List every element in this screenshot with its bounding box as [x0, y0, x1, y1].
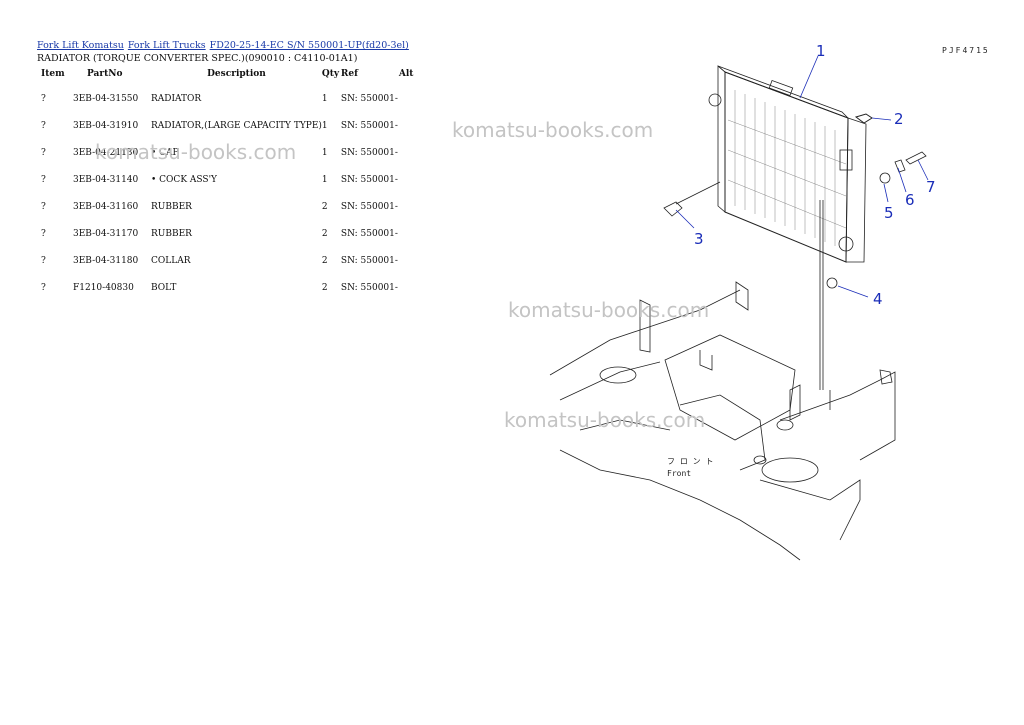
header-alt: Alt [398, 68, 414, 79]
cell-item: ? [41, 121, 46, 131]
cell-qty: 2 [321, 256, 328, 266]
cell-qty: 1 [321, 148, 328, 158]
cell-ref: SN: 550001- [340, 229, 398, 239]
cell-ref: SN: 550001- [340, 94, 398, 104]
callout-6: 6 [905, 191, 915, 209]
callout-2: 2 [894, 110, 904, 128]
front-label-english: Front [667, 469, 691, 478]
cell-item: ? [41, 202, 46, 212]
small-parts [663, 113, 927, 289]
cell-partno: 3EB-04-31140 [73, 175, 139, 185]
cell-ref: SN: 550001- [340, 148, 398, 158]
cell-partno: F1210-40830 [73, 283, 134, 293]
callout-4: 4 [873, 290, 883, 308]
parts-table: Item PartNo Description Qty Ref Alt ? 3E… [35, 66, 429, 303]
callout-5: 5 [884, 204, 894, 222]
page-subtitle: RADIATOR (TORQUE CONVERTER SPEC.)(090010… [37, 53, 358, 64]
table-row: ? 3EB-04-31160 RUBBER 2 SN: 550001- [35, 201, 429, 228]
cell-description: RUBBER [151, 229, 192, 239]
breadcrumb-link-fork-lift-trucks[interactable]: Fork Lift Trucks [127, 40, 206, 51]
cell-item: ? [41, 175, 46, 185]
header-description: Description [207, 68, 266, 79]
cell-partno: 3EB-04-31160 [73, 202, 139, 212]
cell-description: RADIATOR,(LARGE CAPACITY TYPE) [151, 121, 322, 131]
header-qty: Qty [321, 68, 340, 79]
table-row: ? 3EB-04-31550 RADIATOR 1 SN: 550001- [35, 93, 429, 120]
cell-description: COLLAR [151, 256, 191, 266]
radiator-illustration [708, 65, 867, 263]
cell-qty: 1 [321, 175, 328, 185]
cell-item: ? [41, 94, 46, 104]
cell-partno: 3EB-04-31910 [73, 121, 139, 131]
cell-partno: 3EB-04-31170 [73, 229, 139, 239]
cell-description: • COCK ASS'Y [151, 175, 217, 185]
cell-partno: 3EB-04-31550 [73, 94, 139, 104]
callout-3: 3 [694, 230, 704, 248]
cell-ref: SN: 550001- [340, 121, 398, 131]
table-header-row: Item PartNo Description Qty Ref Alt [35, 66, 429, 81]
cell-qty: 2 [321, 229, 328, 239]
header-ref: Ref [340, 68, 358, 79]
table-row: ? 3EB-04-31180 COLLAR 2 SN: 550001- [35, 255, 429, 282]
callout-7: 7 [926, 178, 936, 196]
cell-item: ? [41, 256, 46, 266]
cell-item: ? [41, 229, 46, 239]
cell-partno: 3EB-04-31180 [73, 256, 139, 266]
cell-description: BOLT [151, 283, 177, 293]
cell-description: RADIATOR [151, 94, 202, 104]
cell-description: RUBBER [151, 202, 192, 212]
cell-ref: SN: 550001- [340, 202, 398, 212]
cell-partno: 3EB-04-21130 [73, 148, 139, 158]
cell-qty: 1 [321, 94, 328, 104]
breadcrumb-link-fork-lift-komatsu[interactable]: Fork Lift Komatsu [37, 40, 124, 51]
cell-description: • CAP [151, 148, 179, 158]
cell-item: ? [41, 148, 46, 158]
table-row: ? 3EB-04-21130 • CAP 1 SN: 550001- [35, 147, 429, 174]
table-row: ? 3EB-04-31140 • COCK ASS'Y 1 SN: 550001… [35, 174, 429, 201]
cell-qty: 1 [321, 121, 328, 131]
cell-qty: 2 [321, 283, 328, 293]
cell-ref: SN: 550001- [340, 175, 398, 185]
leader-lines [675, 55, 929, 298]
header-item: Item [41, 68, 65, 79]
cell-ref: SN: 550001- [340, 256, 398, 266]
cell-item: ? [41, 283, 46, 293]
document-code: PJF4715 [942, 46, 990, 55]
front-label-japanese: フ ロ ン ト [667, 457, 713, 466]
breadcrumb-link-model[interactable]: FD20-25-14-EC S/N 550001-UP(fd20-3el) [209, 40, 409, 51]
cell-ref: SN: 550001- [340, 283, 398, 293]
cell-qty: 2 [321, 202, 328, 212]
header-partno: PartNo [87, 68, 123, 79]
callout-1: 1 [816, 42, 826, 60]
frame-illustration [549, 200, 896, 561]
table-row: ? F1210-40830 BOLT 2 SN: 550001- [35, 282, 429, 303]
table-row: ? 3EB-04-31910 RADIATOR,(LARGE CAPACITY … [35, 120, 429, 147]
table-row: ? 3EB-04-31170 RUBBER 2 SN: 550001- [35, 228, 429, 255]
